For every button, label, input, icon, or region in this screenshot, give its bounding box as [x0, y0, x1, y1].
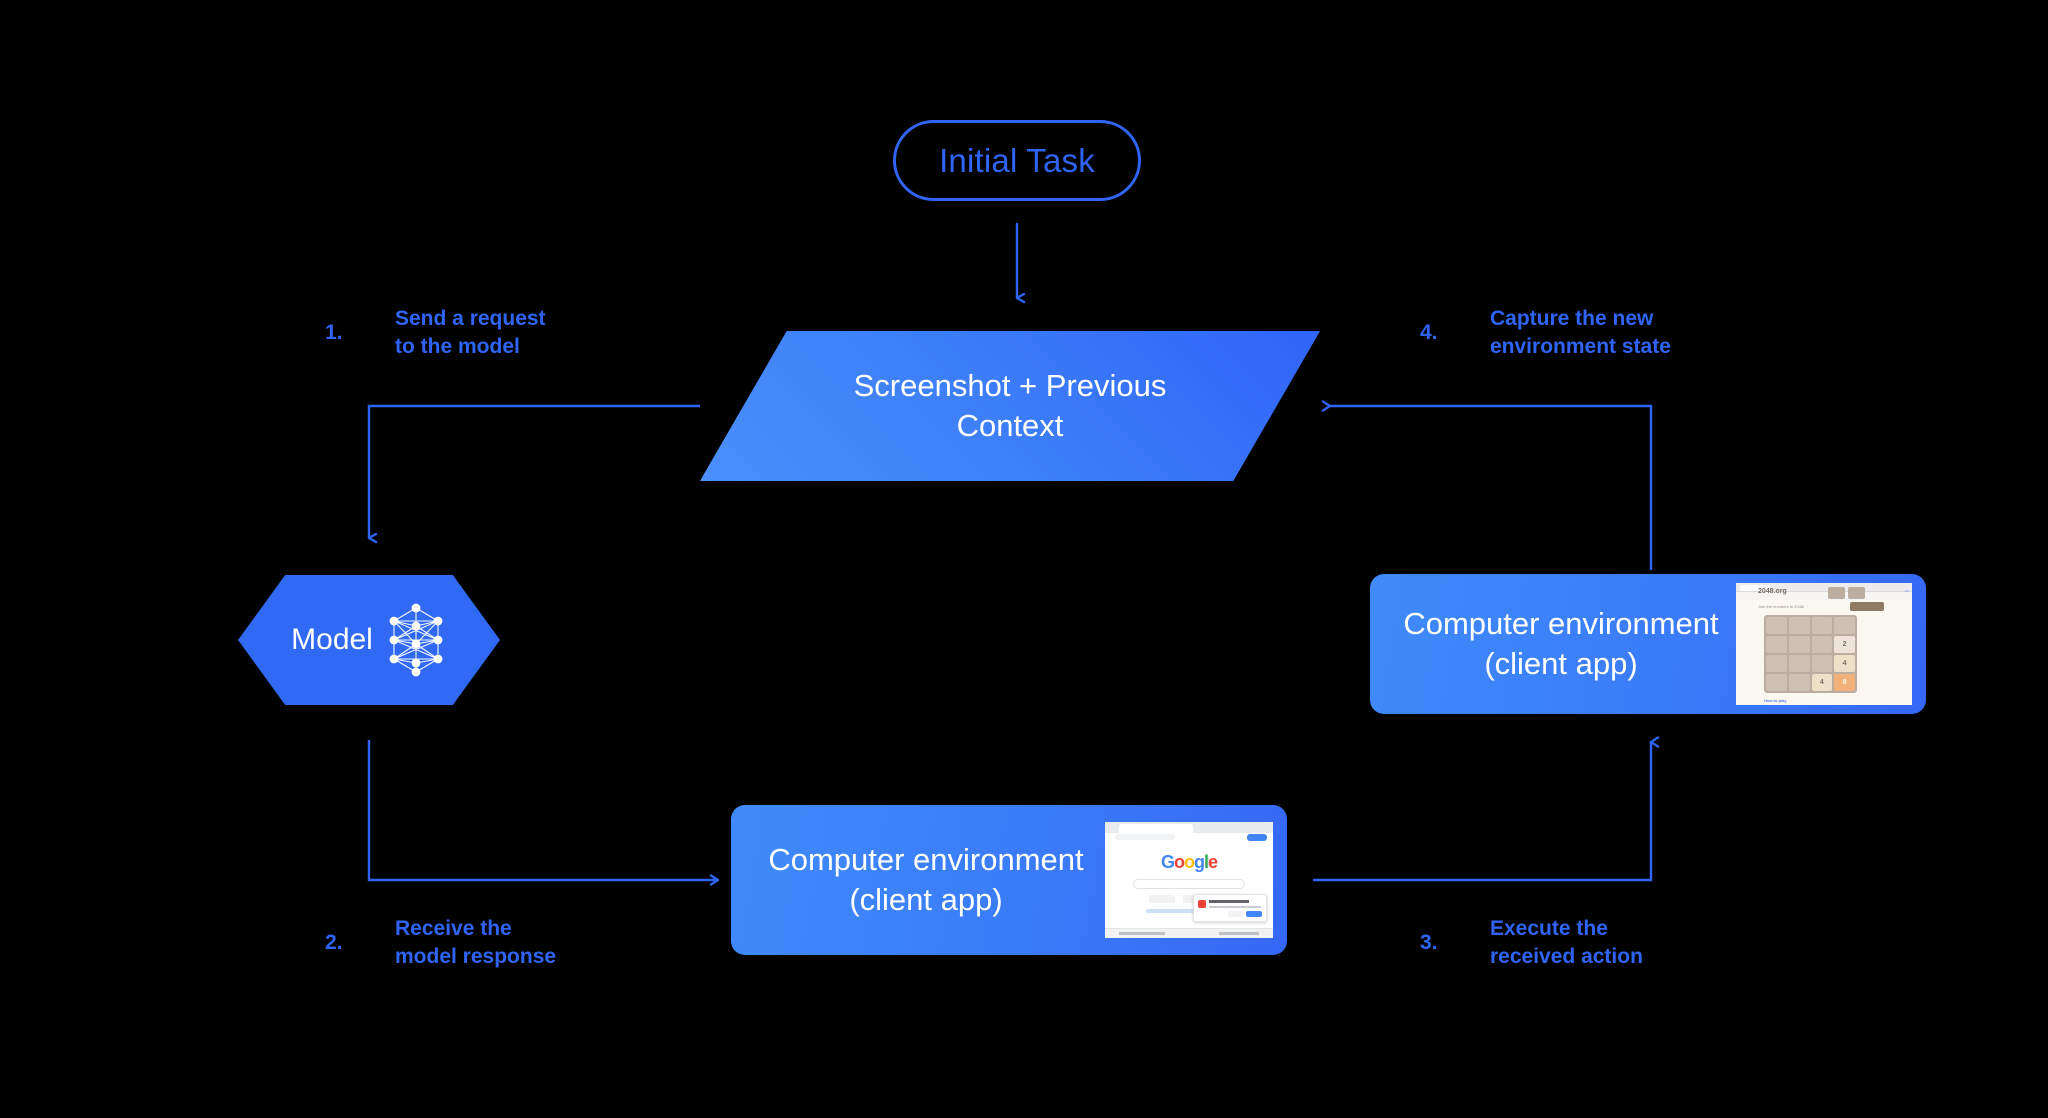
footer-links-left [1119, 932, 1165, 935]
parallelogram-shape [700, 331, 1320, 481]
tile [1788, 655, 1810, 672]
screenshot-context-line2: Context [956, 408, 1064, 443]
tile [1766, 617, 1787, 634]
tile [1811, 655, 1833, 672]
step-4-label: 4. Capture the new environment state [1420, 305, 1770, 362]
dialog-title [1209, 900, 1249, 903]
step-3-number: 3. [1420, 931, 1438, 954]
score-box [1828, 587, 1845, 599]
game-footer: How to play [1764, 698, 1787, 703]
step-4-number: 4. [1420, 321, 1438, 344]
hexagon-shape [238, 575, 500, 705]
tile: 2 [1834, 636, 1855, 653]
new-game-button[interactable] [1850, 602, 1884, 611]
language-offer-text [1146, 909, 1232, 913]
browser-toolbar [1736, 592, 1912, 600]
step-2-text: Receive the model response [395, 917, 557, 969]
env-bottom-line1: Computer environment [768, 842, 1084, 878]
tile [1834, 617, 1855, 634]
tile [1788, 674, 1810, 691]
screenshot-context-line1: Screenshot + Previous [853, 368, 1167, 404]
initial-task-node[interactable]: Initial Task [893, 120, 1141, 201]
arrow-step3-env-to-env [1313, 736, 1660, 882]
computer-environment-right-node[interactable]: Computer environment (client app) 2048.o… [1370, 574, 1926, 714]
search-input[interactable] [1133, 879, 1245, 889]
popup-dialog[interactable] [1193, 894, 1267, 922]
google-logo: Google [1160, 852, 1218, 872]
env-right-line2: (client app) [1484, 646, 1638, 681]
game-title: 2048.org [1758, 588, 1787, 595]
browser-tab [1119, 824, 1193, 833]
dialog-secondary-button[interactable] [1228, 911, 1244, 917]
env-right-label: Computer environment (client app) [1370, 604, 1736, 683]
screenshot-context-label: Screenshot + Previous Context [700, 331, 1320, 481]
env-right-thumbnail-slot: 2048.org ••• Join the numbers to 2048! 2 [1736, 583, 1912, 705]
step-1-number: 1. [325, 321, 343, 344]
browser-titlebar [1736, 583, 1912, 592]
tile [1766, 636, 1787, 653]
model-label: Model [291, 623, 373, 656]
sign-in-button[interactable] [1247, 834, 1267, 841]
tile [1811, 617, 1833, 634]
step-1-text: Send a request to the model [395, 307, 546, 359]
tile [1788, 617, 1810, 634]
browser-tab [1740, 584, 1770, 591]
computer-environment-bottom-node[interactable]: Computer environment (client app) Google [731, 805, 1287, 955]
tile: 8 [1834, 674, 1855, 691]
step-4-text: Capture the new environment state [1490, 307, 1671, 359]
arrow-step2-model-to-env [367, 740, 720, 886]
header-links: ••• [1904, 588, 1909, 593]
step-3-text: Execute the received action [1490, 917, 1643, 969]
dialog-icon [1198, 900, 1206, 908]
tile [1766, 674, 1787, 691]
env-bottom-label: Computer environment (client app) [731, 840, 1105, 919]
2048-game-thumbnail: 2048.org ••• Join the numbers to 2048! 2 [1736, 583, 1912, 705]
tile: 4 [1834, 655, 1855, 672]
step-3-label: 3. Execute the received action [1420, 915, 1750, 972]
tile [1766, 655, 1787, 672]
initial-task-label: Initial Task [939, 141, 1095, 179]
step-2-label: 2. Receive the model response [325, 915, 655, 972]
footer-links-right [1219, 932, 1259, 935]
game-board: 2 4 4 8 [1764, 615, 1857, 693]
dialog-primary-button[interactable] [1246, 911, 1262, 917]
env-bottom-line2: (client app) [849, 882, 1003, 917]
neural-network-icon [389, 603, 443, 677]
tile [1788, 636, 1810, 653]
game-subtitle: Join the numbers to 2048! [1758, 604, 1805, 609]
tile: 4 [1811, 674, 1833, 691]
page-footer [1105, 928, 1273, 938]
screenshot-context-node[interactable]: Screenshot + Previous Context [700, 331, 1320, 481]
google-search-thumbnail: Google [1105, 822, 1273, 938]
google-search-button[interactable] [1149, 895, 1175, 903]
env-bottom-thumbnail-slot: Google [1105, 822, 1273, 938]
arrow-step1-context-to-model [367, 404, 700, 538]
step-1-label: 1. Send a request to the model [325, 305, 655, 362]
model-node-content: Model [238, 575, 500, 705]
env-right-line1: Computer environment [1403, 606, 1719, 642]
address-bar[interactable] [1115, 834, 1175, 840]
model-node[interactable]: Model [238, 575, 500, 705]
dialog-body [1209, 906, 1261, 908]
step-2-number: 2. [325, 931, 343, 954]
tile [1811, 636, 1833, 653]
best-score-box [1848, 587, 1865, 599]
arrow-step4-env-to-context [1321, 400, 1653, 570]
